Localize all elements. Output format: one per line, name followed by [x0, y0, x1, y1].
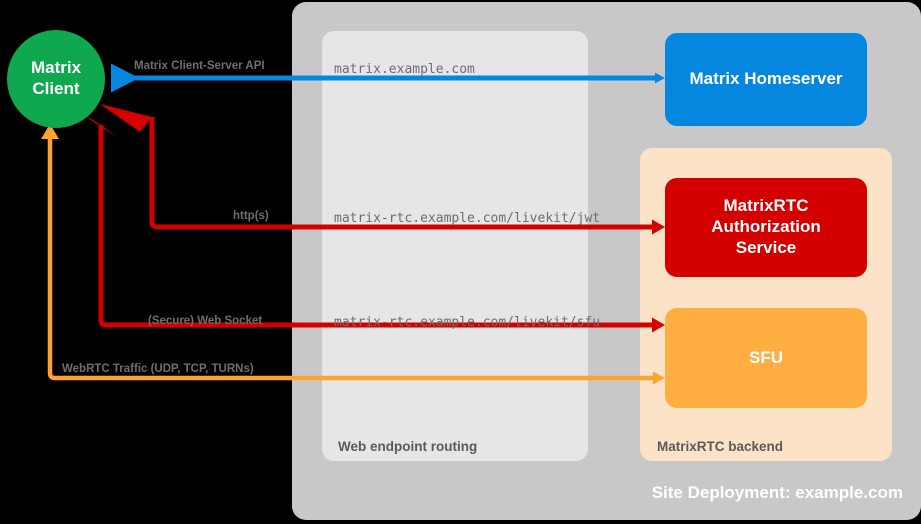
edge-label-https: http(s)	[233, 210, 269, 222]
edge-label-webrtc-traffic: WebRTC Traffic (UDP, TCP, TURNs)	[62, 363, 254, 375]
node-sfu[interactable]: SFU	[665, 308, 867, 408]
matrix-client-line2: Client	[32, 79, 80, 98]
matrix-homeserver-label: Matrix Homeserver	[689, 69, 843, 89]
matrix-client-line1: Matrix	[30, 58, 82, 78]
endpoint-matrix-example-com: matrix.example.com	[334, 62, 475, 77]
web-endpoint-routing-label: Web endpoint routing	[338, 439, 478, 454]
edge-label-web-socket: (Secure) Web Socket	[148, 315, 263, 327]
node-matrixrtc-authorization-service[interactable]: MatrixRTC Authorization Service	[665, 178, 867, 277]
node-matrix-homeserver[interactable]: Matrix Homeserver	[665, 33, 867, 126]
auth-service-line3: Service	[735, 237, 797, 257]
endpoint-livekit-sfu: matrix-rtc.example.com/livekit/sfu	[334, 315, 601, 330]
endpoint-livekit-jwt: matrix-rtc.example.com/livekit/jwt	[334, 211, 601, 226]
web-endpoint-routing-panel	[322, 31, 588, 461]
site-deployment-label: Site Deployment: example.com	[651, 483, 903, 502]
edge-label-client-server-api: Matrix Client-Server API	[134, 60, 265, 72]
matrixrtc-backend-label: MatrixRTC backend	[657, 439, 784, 454]
node-matrix-client[interactable]: Matrix Client	[7, 30, 105, 128]
auth-service-line2: Authorization	[711, 217, 821, 237]
sfu-label: SFU	[749, 347, 783, 367]
auth-service-line1: MatrixRTC	[723, 196, 809, 216]
